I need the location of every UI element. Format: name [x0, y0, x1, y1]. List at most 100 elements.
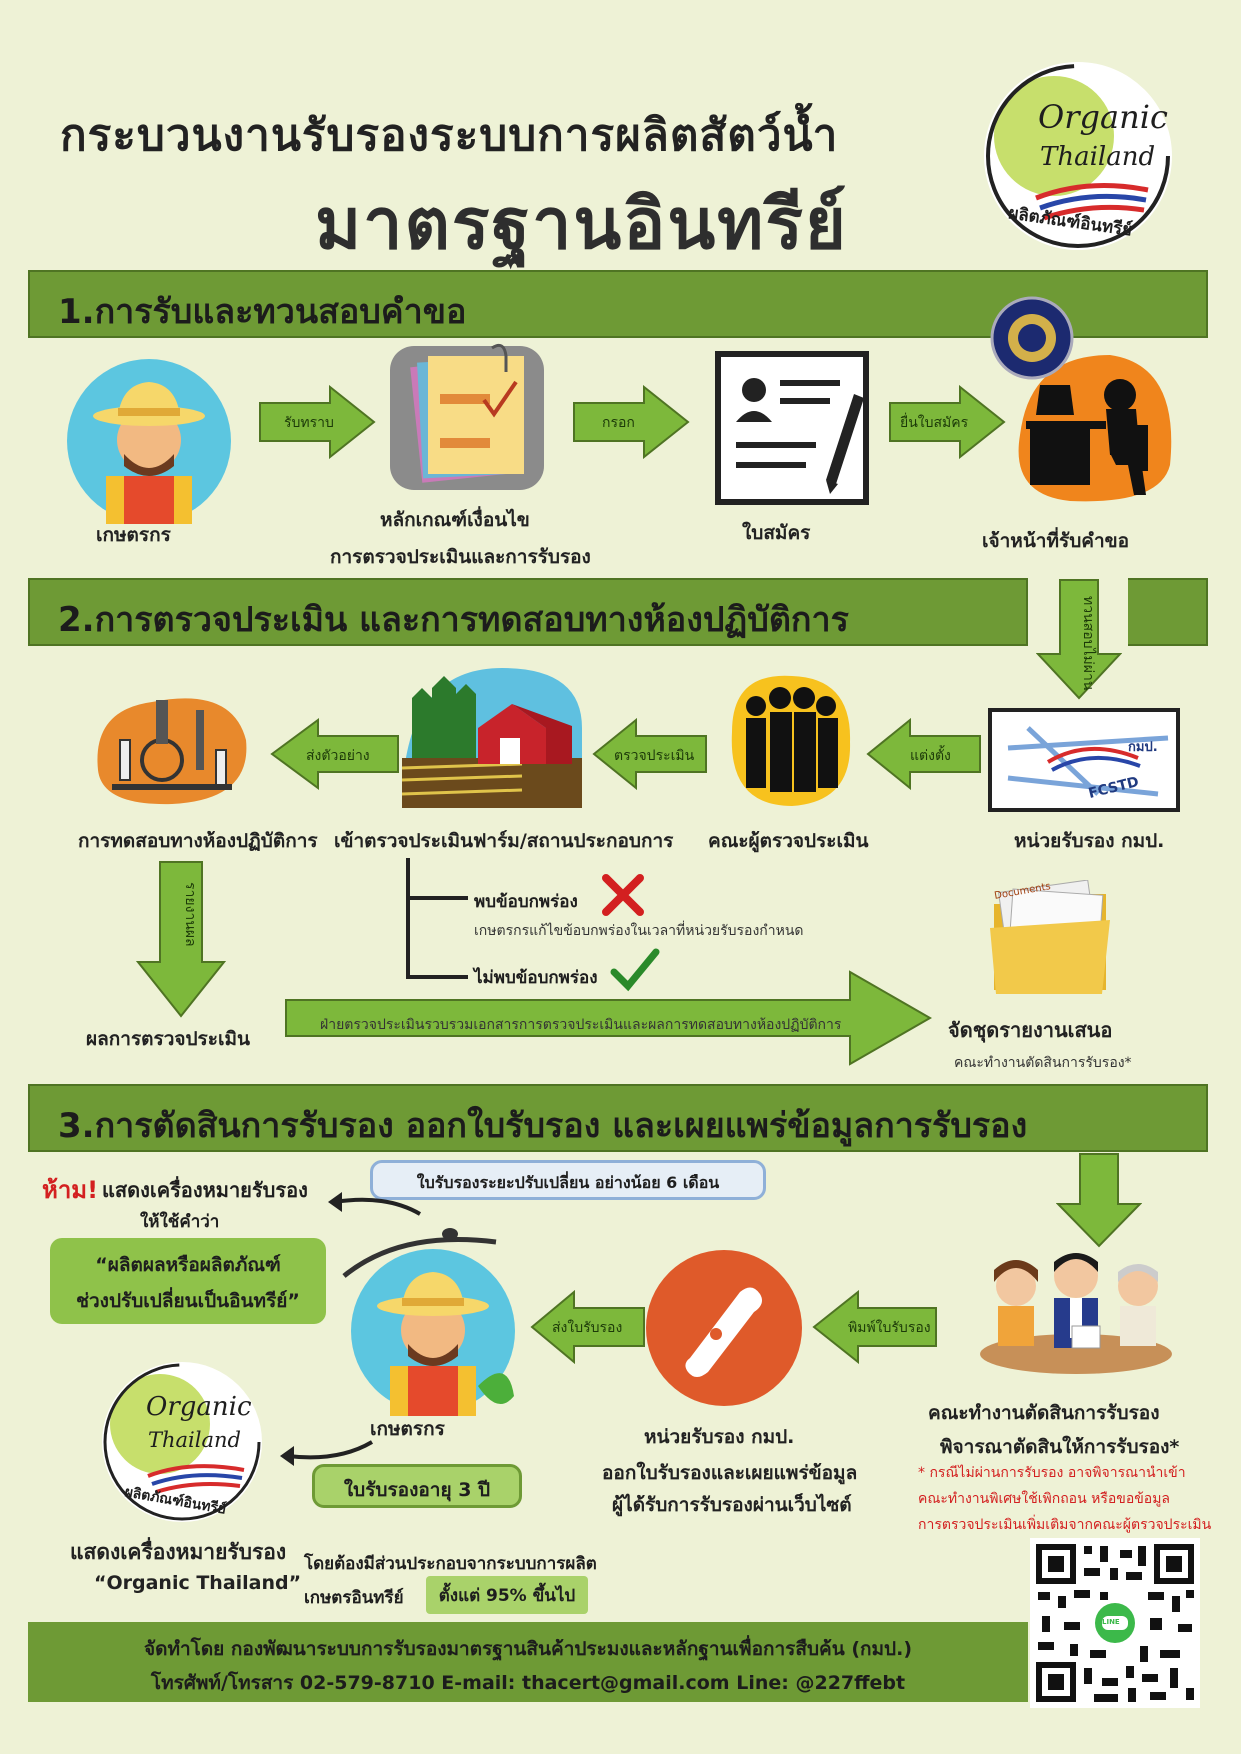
footer-line-2: โทรศัพท์/โทรสาร 02-579-8710 E-mail: thac…	[150, 1672, 906, 1694]
qr-code-icon[interactable]: LINE	[1030, 1538, 1200, 1708]
title-line-1: กระบวนงานรับรองระบบการผลิตสัตว์น้ำ	[60, 110, 839, 161]
note-line-2: คณะทำงานพิเศษใช้เพิกถอน หรือขอข้อมูล	[918, 1491, 1171, 1507]
lab-caption: การทดสอบทางห้องปฏิบัติการ	[78, 830, 318, 852]
logo-brand-organic: Organic	[1038, 98, 1168, 136]
check-icon	[610, 948, 660, 992]
farmer-icon	[66, 358, 232, 524]
arrow-sample-label: ส่งตัวอย่าง	[306, 748, 370, 764]
transition-period-text: ใบรับรองระยะปรับเปลี่ยน อย่างน้อย 6 เดือ…	[416, 1173, 720, 1192]
bracket-branch-not-found	[406, 975, 468, 979]
logo-small-organic: Organic	[146, 1392, 252, 1422]
result-caption: ผลการตรวจประเมิน	[86, 1028, 250, 1050]
certificate-icon	[644, 1248, 804, 1408]
form-caption: ใบสมัคร	[742, 522, 811, 544]
arrow-acknowledge: รับทราบ	[259, 385, 376, 459]
application-form-icon	[714, 350, 870, 506]
section-1-band: 1.การรับและทวนสอบคำขอ	[28, 270, 1208, 338]
cert-life-text: ใบรับรองอายุ 3 ปี	[343, 1479, 491, 1501]
organic-thailand-logo-small: Organic Thailand ผลิตภัณฑ์อินทรีย์	[98, 1358, 266, 1528]
arrow-fill: กรอก	[573, 385, 690, 459]
bracket-branch-found	[406, 896, 468, 900]
composition-percent: ตั้งแต่ 95% ขึ้นไป	[438, 1586, 576, 1606]
composition-percent-box: ตั้งแต่ 95% ขึ้นไป	[426, 1576, 588, 1614]
arrow-submit: ยื่นใบสมัคร	[889, 385, 1006, 459]
arrow-sample: ส่งตัวอย่าง	[270, 718, 399, 790]
arrow-verify-fail: ทวนสอบไม่ผ่าน	[1036, 579, 1122, 700]
arrow-inspect-label: ตรวจประเมิน	[614, 748, 695, 764]
issuer-line-1: หน่วยรับรอง กมป.	[644, 1426, 795, 1448]
farm-icon	[401, 668, 582, 808]
title-line-2: มาตรฐานอินทรีย์	[315, 183, 848, 265]
decision-bracket	[406, 858, 410, 978]
composition-line-2: เกษตรอินทรีย์	[304, 1588, 404, 1608]
transition-quote-box: “ผลิตผลหรือผลิตภัณฑ์ ช่วงปรับเปลี่ยนเป็น…	[50, 1238, 326, 1324]
section-2-heading: 2.การตรวจประเมิน และการทดสอบทางห้องปฏิบั…	[58, 600, 849, 640]
tree-branch-decoration	[342, 1228, 497, 1278]
report-set-sub: คณะทำงานตัดสินการรับรอง*	[954, 1055, 1132, 1071]
report-set-caption: จัดชุดรายงานเสนอ	[948, 1018, 1113, 1042]
arrow-to-committee	[1056, 1153, 1142, 1248]
farmer-caption-s1: เกษตรกร	[96, 524, 171, 546]
documents-folder-icon: Documents	[988, 879, 1112, 998]
arrow-fill-label: กรอก	[602, 415, 635, 431]
found-note: เกษตรกรแก้ไขข้อบกพร่องในเวลาที่หน่วยรับร…	[474, 923, 804, 939]
section-2-band-end	[1128, 578, 1208, 646]
arrow-collect-label: ฝ่ายตรวจประเมินรวบรวมเอกสารการตรวจประเมิ…	[320, 1017, 842, 1033]
footer-line-1: จัดทำโดย กองพัฒนาระบบการรับรองมาตรฐานสิน…	[143, 1638, 913, 1660]
farmer-icon-certified	[348, 1246, 518, 1416]
criteria-line-1: หลักเกณฑ์เงื่อนไข	[380, 509, 530, 531]
section-3-band: 3.การตัดสินการรับรอง ออกใบรับรอง และเผยแ…	[28, 1084, 1208, 1152]
footer-band: จัดทำโดย กองพัฒนาระบบการรับรองมาตรฐานสิน…	[28, 1622, 1028, 1702]
committee-caption: คณะทำงานตัดสินการรับรอง	[928, 1402, 1160, 1424]
arrow-send-label: ส่งใบรับรอง	[552, 1319, 622, 1336]
farmer-caption-s3: เกษตรกร	[370, 1418, 445, 1440]
cross-icon	[602, 874, 644, 916]
use-word-label: ให้ใช้คำว่า	[140, 1212, 220, 1232]
arrow-collect	[285, 970, 932, 1066]
mark-name: “Organic Thailand”	[94, 1572, 302, 1594]
department-seal-icon	[990, 296, 1074, 380]
section-3-heading: 3.การตัดสินการรับรอง ออกใบรับรอง และเผยแ…	[58, 1106, 1028, 1146]
inspectors-icon	[722, 672, 858, 812]
show-mark-caption: แสดงเครื่องหมายรับรอง	[70, 1540, 287, 1564]
committee-sub: พิจารณาตัดสินให้การรับรอง*	[940, 1436, 1180, 1458]
cert-body-logo: FCSTD กมป.	[988, 708, 1180, 812]
cert-life-box: ใบรับรองอายุ 3 ปี	[312, 1464, 522, 1508]
criteria-line-2: การตรวจประเมินและการรับรอง	[330, 546, 591, 568]
quote-line-1: “ผลิตผลหรือผลิตภัณฑ์	[95, 1254, 281, 1276]
composition-line-1: โดยต้องมีส่วนประกอบจากระบบการผลิต	[304, 1554, 597, 1574]
section-2-band: 2.การตรวจประเมิน และการทดสอบทางห้องปฏิบั…	[28, 578, 1028, 646]
kmp-text: กมป.	[1128, 740, 1158, 755]
arrow-print: พิมพ์ใบรับรอง	[812, 1290, 937, 1364]
line-icon: LINE	[1102, 1618, 1120, 1626]
arrow-verify-fail-label: ทวนสอบไม่ผ่าน	[1080, 596, 1097, 691]
committee-icon	[976, 1246, 1176, 1376]
arrow-appoint-label: แต่งตั้ง	[910, 745, 951, 764]
clipboard-icon	[388, 342, 548, 494]
logo-small-thailand: Thailand	[148, 1428, 241, 1452]
arrow-to-mark	[280, 1440, 374, 1466]
issuer-line-2: ออกใบรับรองและเผยแพร่ข้อมูล	[602, 1462, 858, 1484]
quote-line-2: ช่วงปรับเปลี่ยนเป็นอินทรีย์”	[76, 1290, 300, 1312]
arrow-appoint: แต่งตั้ง	[866, 718, 981, 790]
no-defect: ไม่พบข้อบกพร่อง	[474, 968, 598, 988]
inspectors-caption: คณะผู้ตรวจประเมิน	[708, 830, 869, 852]
transition-period-box: ใบรับรองระยะปรับเปลี่ยน อย่างน้อย 6 เดือ…	[370, 1160, 766, 1200]
arrow-print-label: พิมพ์ใบรับรอง	[848, 1319, 931, 1336]
note-line-1: * กรณีไม่ผ่านการรับรอง อาจพิจารณานำเข้า	[918, 1465, 1186, 1481]
note-line-3: การตรวจประเมินเพิ่มเติมจากคณะผู้ตรวจประเ…	[918, 1517, 1212, 1533]
arrow-to-forbid	[328, 1192, 422, 1216]
farm-caption: เข้าตรวจประเมินฟาร์ม/สถานประกอบการ	[334, 830, 674, 852]
officer-icon	[1010, 345, 1180, 505]
organic-thailand-logo: Organic Thailand ผลิตภัณฑ์อินทรีย์	[978, 58, 1178, 258]
arrow-report: รายงานผล	[136, 861, 226, 1018]
found-defect: พบข้อบกพร่อง	[474, 892, 578, 912]
arrow-send: ส่งใบรับรอง	[530, 1290, 645, 1364]
arrow-inspect: ตรวจประเมิน	[592, 718, 707, 790]
issuer-line-3: ผู้ได้รับการรับรองผ่านเว็บไซต์	[612, 1494, 852, 1516]
logo-brand-thailand: Thailand	[1040, 142, 1156, 172]
arrow-acknowledge-label: รับทราบ	[284, 415, 334, 431]
arrow-submit-label: ยื่นใบสมัคร	[900, 413, 969, 431]
section-1-heading: 1.การรับและทวนสอบคำขอ	[58, 292, 467, 332]
lab-icon	[92, 680, 252, 808]
